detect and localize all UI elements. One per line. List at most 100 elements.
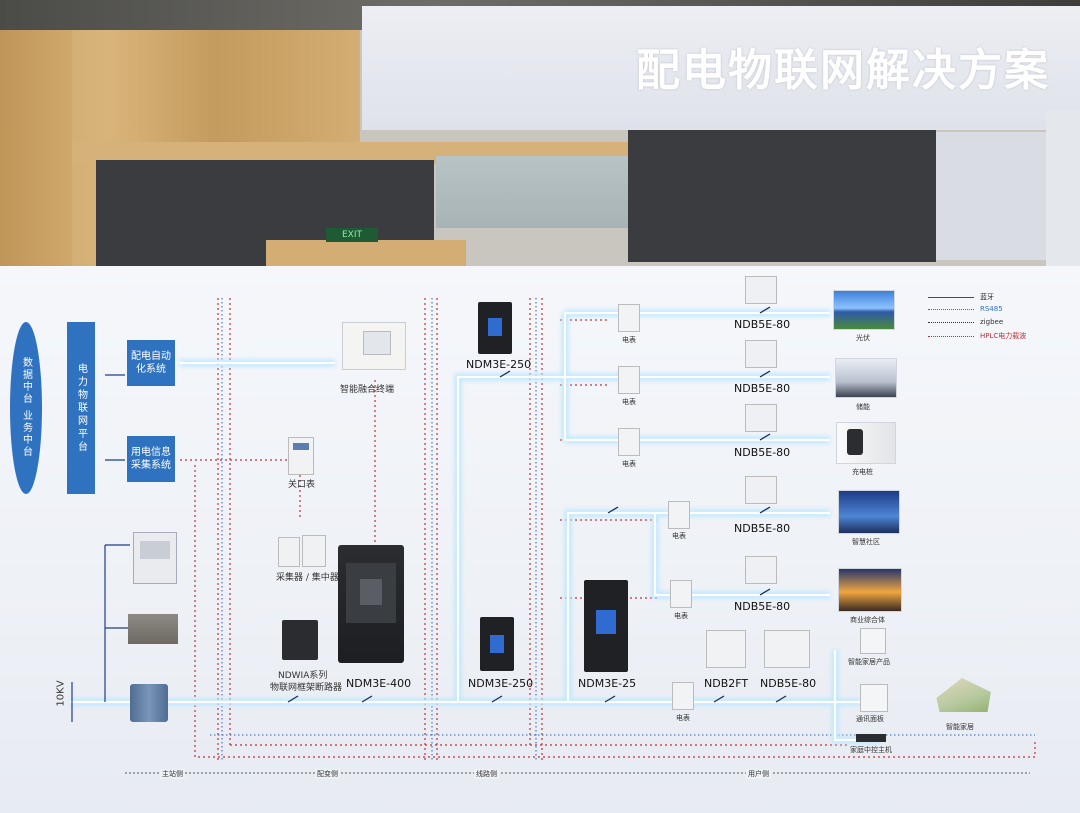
charger-label: 充电桩 bbox=[852, 468, 873, 476]
glass-window bbox=[436, 156, 628, 228]
storage-label: 储能 bbox=[856, 403, 870, 411]
section-transformer: 配变侧 bbox=[315, 769, 340, 779]
ndm3e-250-bottom-breaker bbox=[480, 617, 514, 671]
thin-links bbox=[71, 374, 130, 722]
ndm3e-250-bottom-label: NDM3E-250 bbox=[468, 677, 534, 690]
ndb5e-80-breaker-5 bbox=[745, 556, 777, 584]
legend-rs485: RS485 bbox=[928, 305, 1003, 313]
meter-3 bbox=[618, 428, 640, 456]
dark-screen bbox=[628, 130, 936, 262]
iot-platform-bar: 电力物联网平台 bbox=[67, 322, 95, 494]
meter-6-label: 电表 bbox=[676, 714, 690, 722]
section-user: 用户侧 bbox=[746, 769, 771, 779]
box-substation bbox=[128, 614, 178, 644]
legend-bluetooth-label: 蓝牙 bbox=[980, 293, 994, 301]
community-photo bbox=[838, 490, 900, 534]
ndb5e-80-bottom-label: NDB5E-80 bbox=[760, 677, 817, 690]
commercial-photo bbox=[838, 568, 902, 612]
metering-system-box: 用电信息采集系统 bbox=[127, 436, 175, 482]
ndwia-sub-label: 物联网框架断路器 bbox=[270, 683, 343, 693]
gate-meter-device bbox=[288, 437, 314, 475]
fusion-terminal-device bbox=[342, 322, 406, 370]
pv-label: 光伏 bbox=[856, 334, 870, 342]
smart-home-label: 智能家居 bbox=[946, 723, 974, 731]
meter-4-label: 电表 bbox=[672, 532, 686, 540]
collector-device bbox=[278, 537, 300, 567]
section-line: 线路侧 bbox=[474, 769, 499, 779]
legend-rs485-label: RS485 bbox=[980, 305, 1003, 313]
storage-photo bbox=[835, 358, 897, 398]
collector-label: 采集器 / 集中器 bbox=[276, 573, 339, 583]
ndm3e-250-top-label: NDM3E-250 bbox=[466, 358, 532, 371]
wood-counter bbox=[266, 240, 466, 268]
ndb5e-80-label-4: NDB5E-80 bbox=[734, 522, 791, 535]
fusion-terminal-label: 智能融合终端 bbox=[340, 385, 395, 395]
ndb5e-80-breaker-2 bbox=[745, 340, 777, 368]
legend-bluetooth: 蓝牙 bbox=[928, 292, 994, 302]
header-box bbox=[362, 6, 1080, 130]
meter-5 bbox=[670, 580, 692, 608]
ndm3e-400-label: NDM3E-400 bbox=[346, 677, 412, 690]
concentrator-device bbox=[302, 535, 326, 567]
page-title: 配电物联网解决方案 bbox=[636, 45, 1050, 96]
ndm3e-400-breaker bbox=[338, 545, 404, 663]
ndb5e-80-label-2: NDB5E-80 bbox=[734, 382, 791, 395]
transformer bbox=[130, 684, 168, 722]
ring-main-unit bbox=[133, 532, 177, 584]
meter-4 bbox=[668, 501, 690, 529]
exit-sign: EXIT bbox=[326, 228, 378, 242]
legend-zigbee-label: zigbee bbox=[980, 318, 1004, 326]
distribution-automation-box: 配电自动化系统 bbox=[127, 340, 175, 386]
host-label: 家庭中控主机 bbox=[850, 746, 892, 754]
ndb2ft-breaker bbox=[706, 630, 746, 668]
meter-5-label: 电表 bbox=[674, 612, 688, 620]
legend-hplc-line bbox=[928, 335, 974, 337]
ndm3e-25-label: NDM3E-25 bbox=[578, 677, 637, 690]
home-host-device bbox=[856, 734, 886, 742]
ndb2ft-label: NDB2FT bbox=[704, 677, 749, 690]
meter-1-label: 电表 bbox=[622, 336, 636, 344]
ndb5e-80-breaker-3 bbox=[745, 404, 777, 432]
ndb5e-80-bottom-breaker bbox=[764, 630, 810, 668]
community-label: 智慧社区 bbox=[852, 538, 880, 546]
commercial-label: 商业综合体 bbox=[850, 616, 885, 624]
legend-hplc-label: HPLC电力载波 bbox=[980, 332, 1027, 340]
diagram-board bbox=[0, 266, 1080, 813]
comm-panel-device bbox=[860, 684, 888, 712]
switch-marks bbox=[287, 306, 787, 703]
meter-2 bbox=[618, 366, 640, 394]
ndb5e-80-label-1: NDB5E-80 bbox=[734, 318, 791, 331]
ndm3e-25-breaker bbox=[584, 580, 628, 672]
ndb5e-80-label-3: NDB5E-80 bbox=[734, 446, 791, 459]
right-edge bbox=[1046, 110, 1080, 270]
ndwia-breaker bbox=[282, 620, 318, 660]
panel-label: 通讯面板 bbox=[856, 715, 884, 723]
gate-meter-label: 关口表 bbox=[288, 480, 316, 490]
hplc-lines bbox=[180, 298, 1036, 760]
meter-6 bbox=[672, 682, 694, 710]
charger-photo bbox=[836, 422, 896, 464]
ndwia-label: NDWIA系列 bbox=[278, 671, 328, 681]
ndm3e-250-top-breaker bbox=[478, 302, 512, 354]
pv-photo bbox=[833, 290, 895, 330]
ndb5e-80-breaker-1 bbox=[745, 276, 777, 304]
ndb5e-80-breaker-4 bbox=[745, 476, 777, 504]
wood-pillar bbox=[0, 30, 72, 275]
legend-hplc: HPLC电力载波 bbox=[928, 331, 1026, 341]
smart-product-device bbox=[860, 628, 886, 654]
bus-lines bbox=[70, 311, 880, 742]
right-wall bbox=[936, 132, 1046, 260]
voltage-label: 10KV bbox=[55, 680, 67, 707]
section-master: 主站侧 bbox=[160, 769, 185, 779]
ndb5e-80-label-5: NDB5E-80 bbox=[734, 600, 791, 613]
legend-zigbee: zigbee bbox=[928, 318, 1003, 326]
data-center-oval: 数据中台 业务中台 bbox=[10, 322, 42, 494]
legend-rs485-line bbox=[928, 308, 974, 310]
smart-products-label: 智能家居产品 bbox=[848, 658, 890, 666]
legend-bluetooth-line bbox=[928, 296, 974, 298]
legend-zigbee-line bbox=[928, 321, 974, 323]
meter-1 bbox=[618, 304, 640, 332]
meter-2-label: 电表 bbox=[622, 398, 636, 406]
